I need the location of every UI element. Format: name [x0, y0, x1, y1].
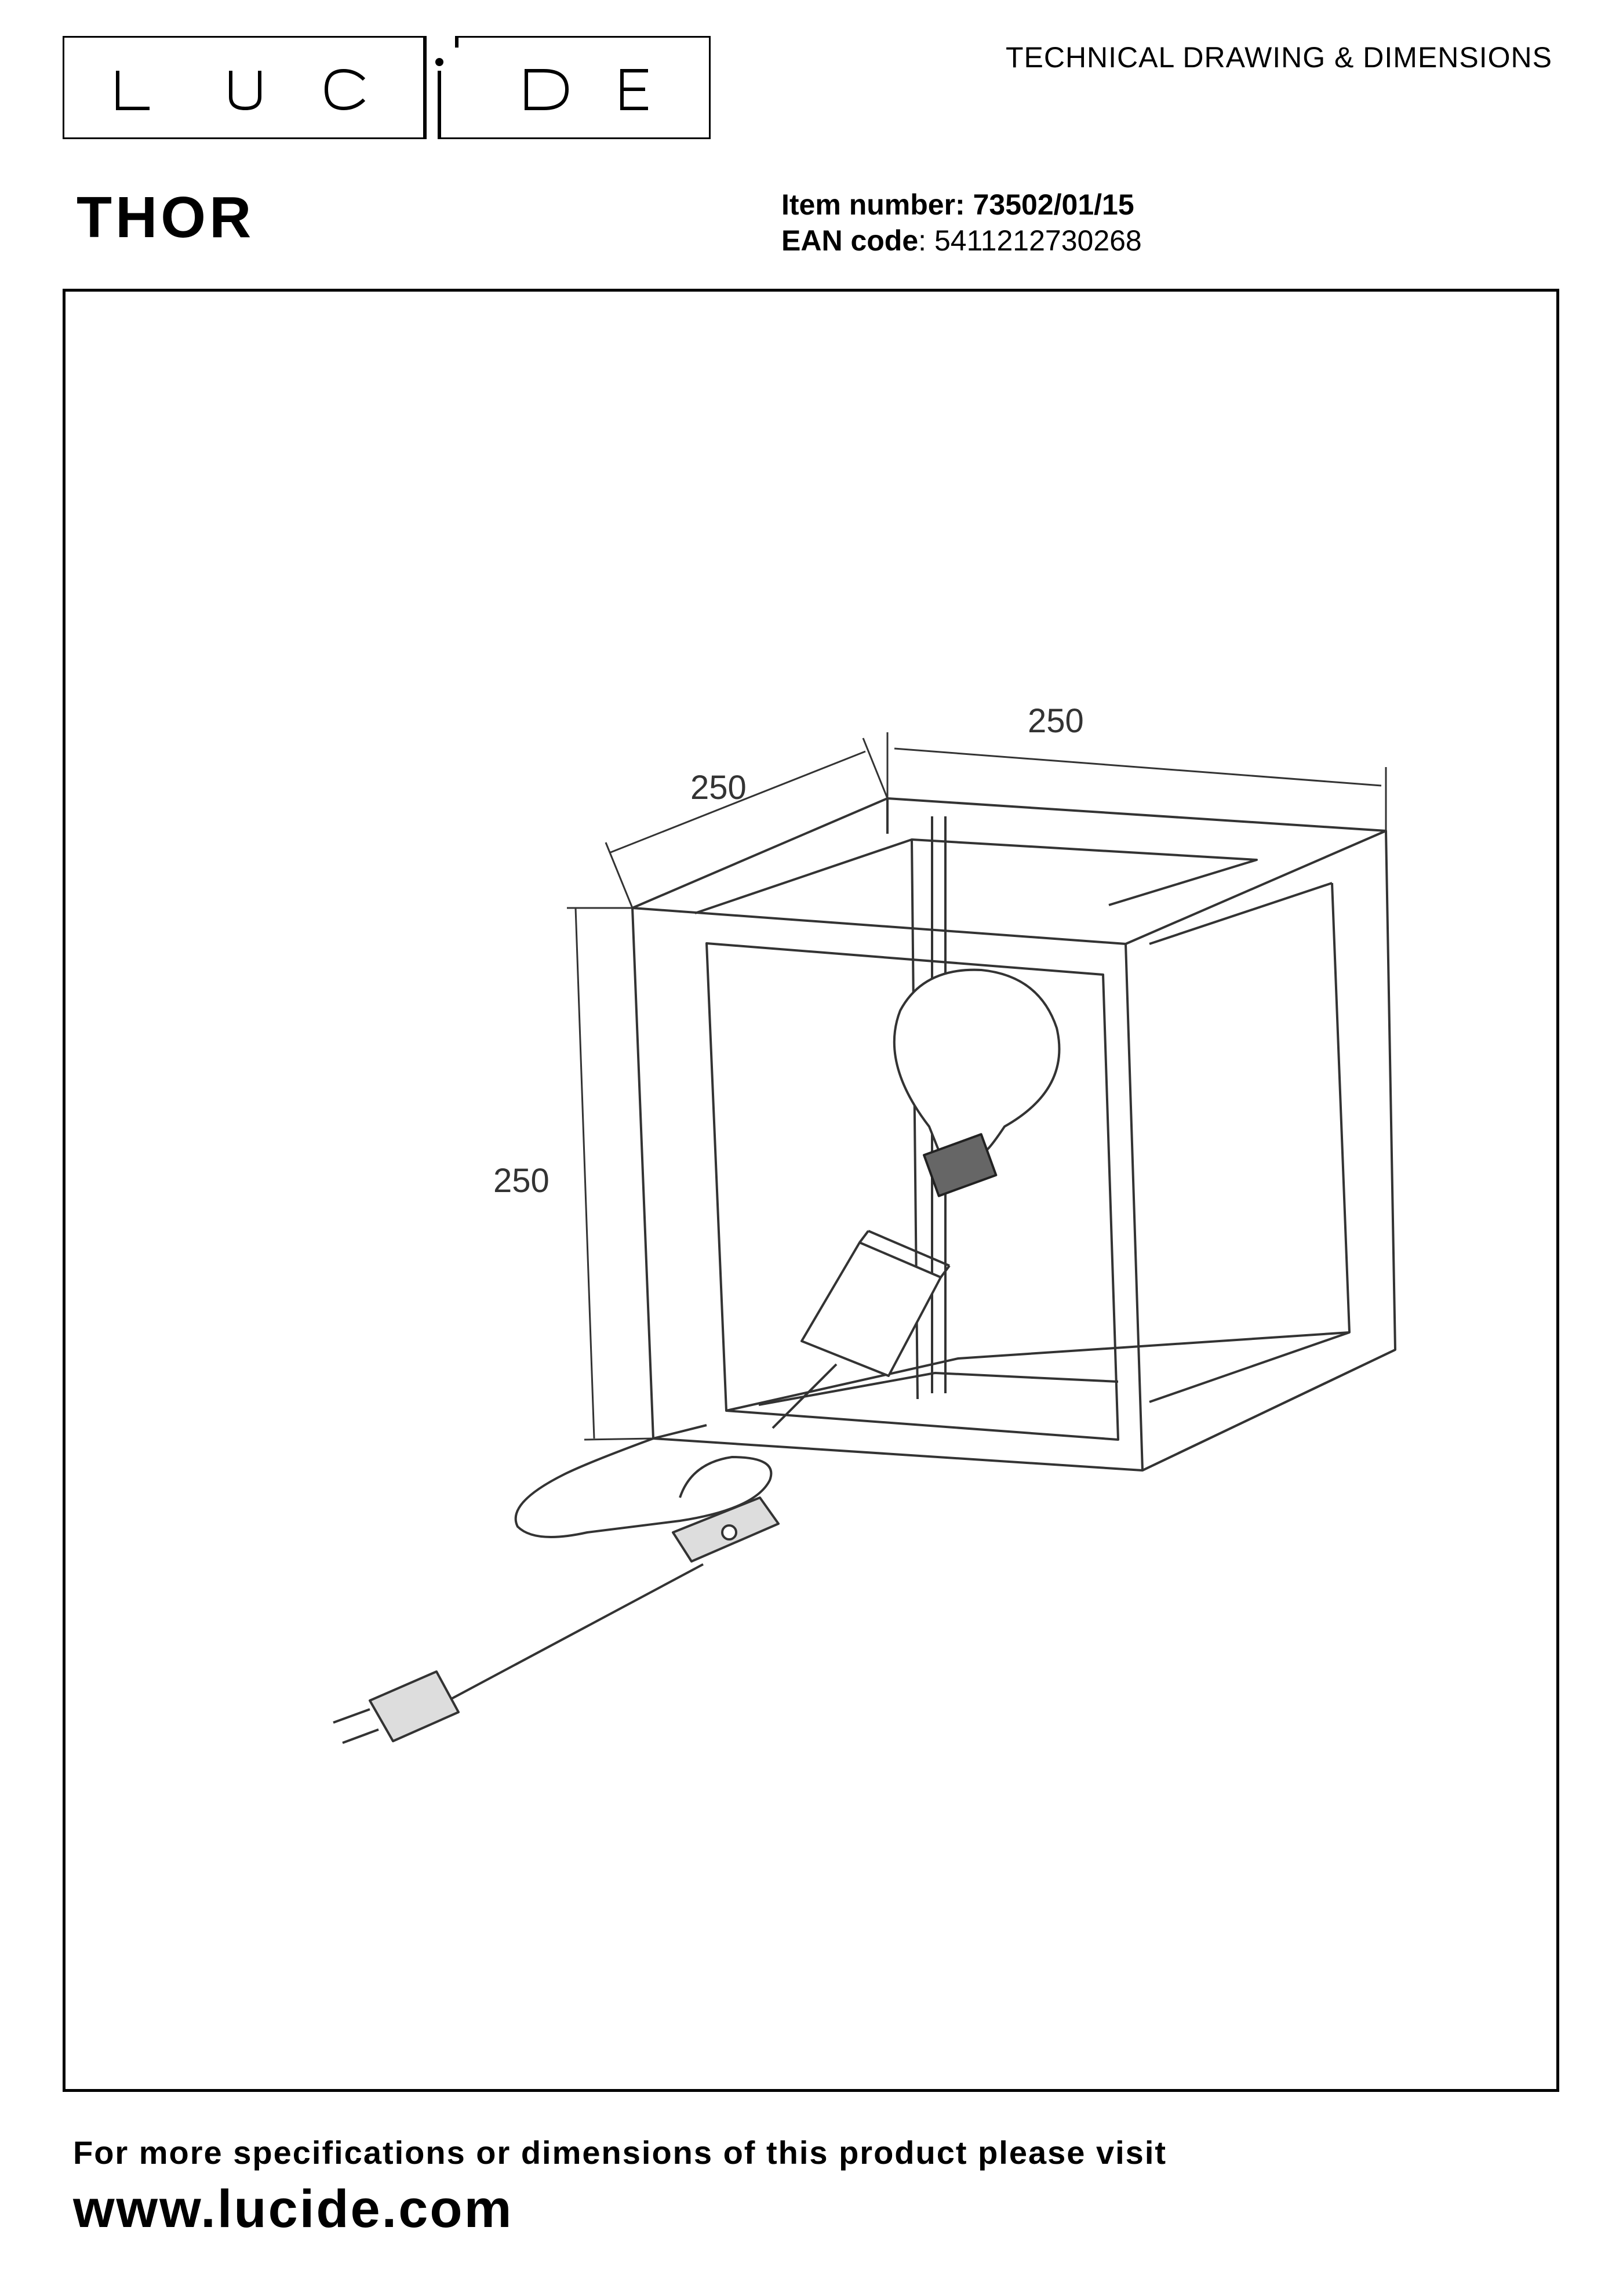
item-number-line: Item number: 73502/01/15	[781, 187, 1142, 223]
product-identifiers: Item number: 73502/01/15 EAN code: 54112…	[781, 187, 1142, 259]
footer-info-text: For more specifications or dimensions of…	[73, 2134, 1167, 2171]
dimension-width-label: 250	[1028, 702, 1084, 740]
ean-code-line: EAN code: 5411212730268	[781, 223, 1142, 259]
inline-switch	[672, 1496, 780, 1563]
dimension-height-label: 250	[493, 1162, 550, 1200]
power-plug	[333, 1670, 460, 1744]
ean-code-label: EAN code	[781, 224, 919, 257]
dimension-depth-label: 250	[690, 769, 747, 806]
lamp-holder	[772, 1230, 951, 1429]
footer-website-link[interactable]: www.lucide.com	[73, 2179, 514, 2239]
ean-code-value: : 5411212730268	[918, 224, 1142, 257]
lamp-frame-outline	[631, 797, 1396, 1472]
dimension-width-line	[886, 732, 1387, 831]
lamp-technical-drawing: 250 250 250	[333, 702, 1396, 1744]
item-number-label: Item number:	[781, 188, 965, 221]
dimension-height-line	[567, 907, 654, 1441]
lucide-logo	[63, 36, 711, 139]
dimension-depth-line	[605, 738, 889, 909]
document-type-label: TECHNICAL DRAWING & DIMENSIONS	[1005, 41, 1552, 74]
product-name: THOR	[77, 185, 255, 250]
light-bulb	[893, 968, 1061, 1197]
power-cord	[447, 1437, 773, 1702]
technical-drawing-frame: 250 250 250	[63, 289, 1559, 2092]
item-number-value: 73502/01/15	[973, 188, 1134, 221]
